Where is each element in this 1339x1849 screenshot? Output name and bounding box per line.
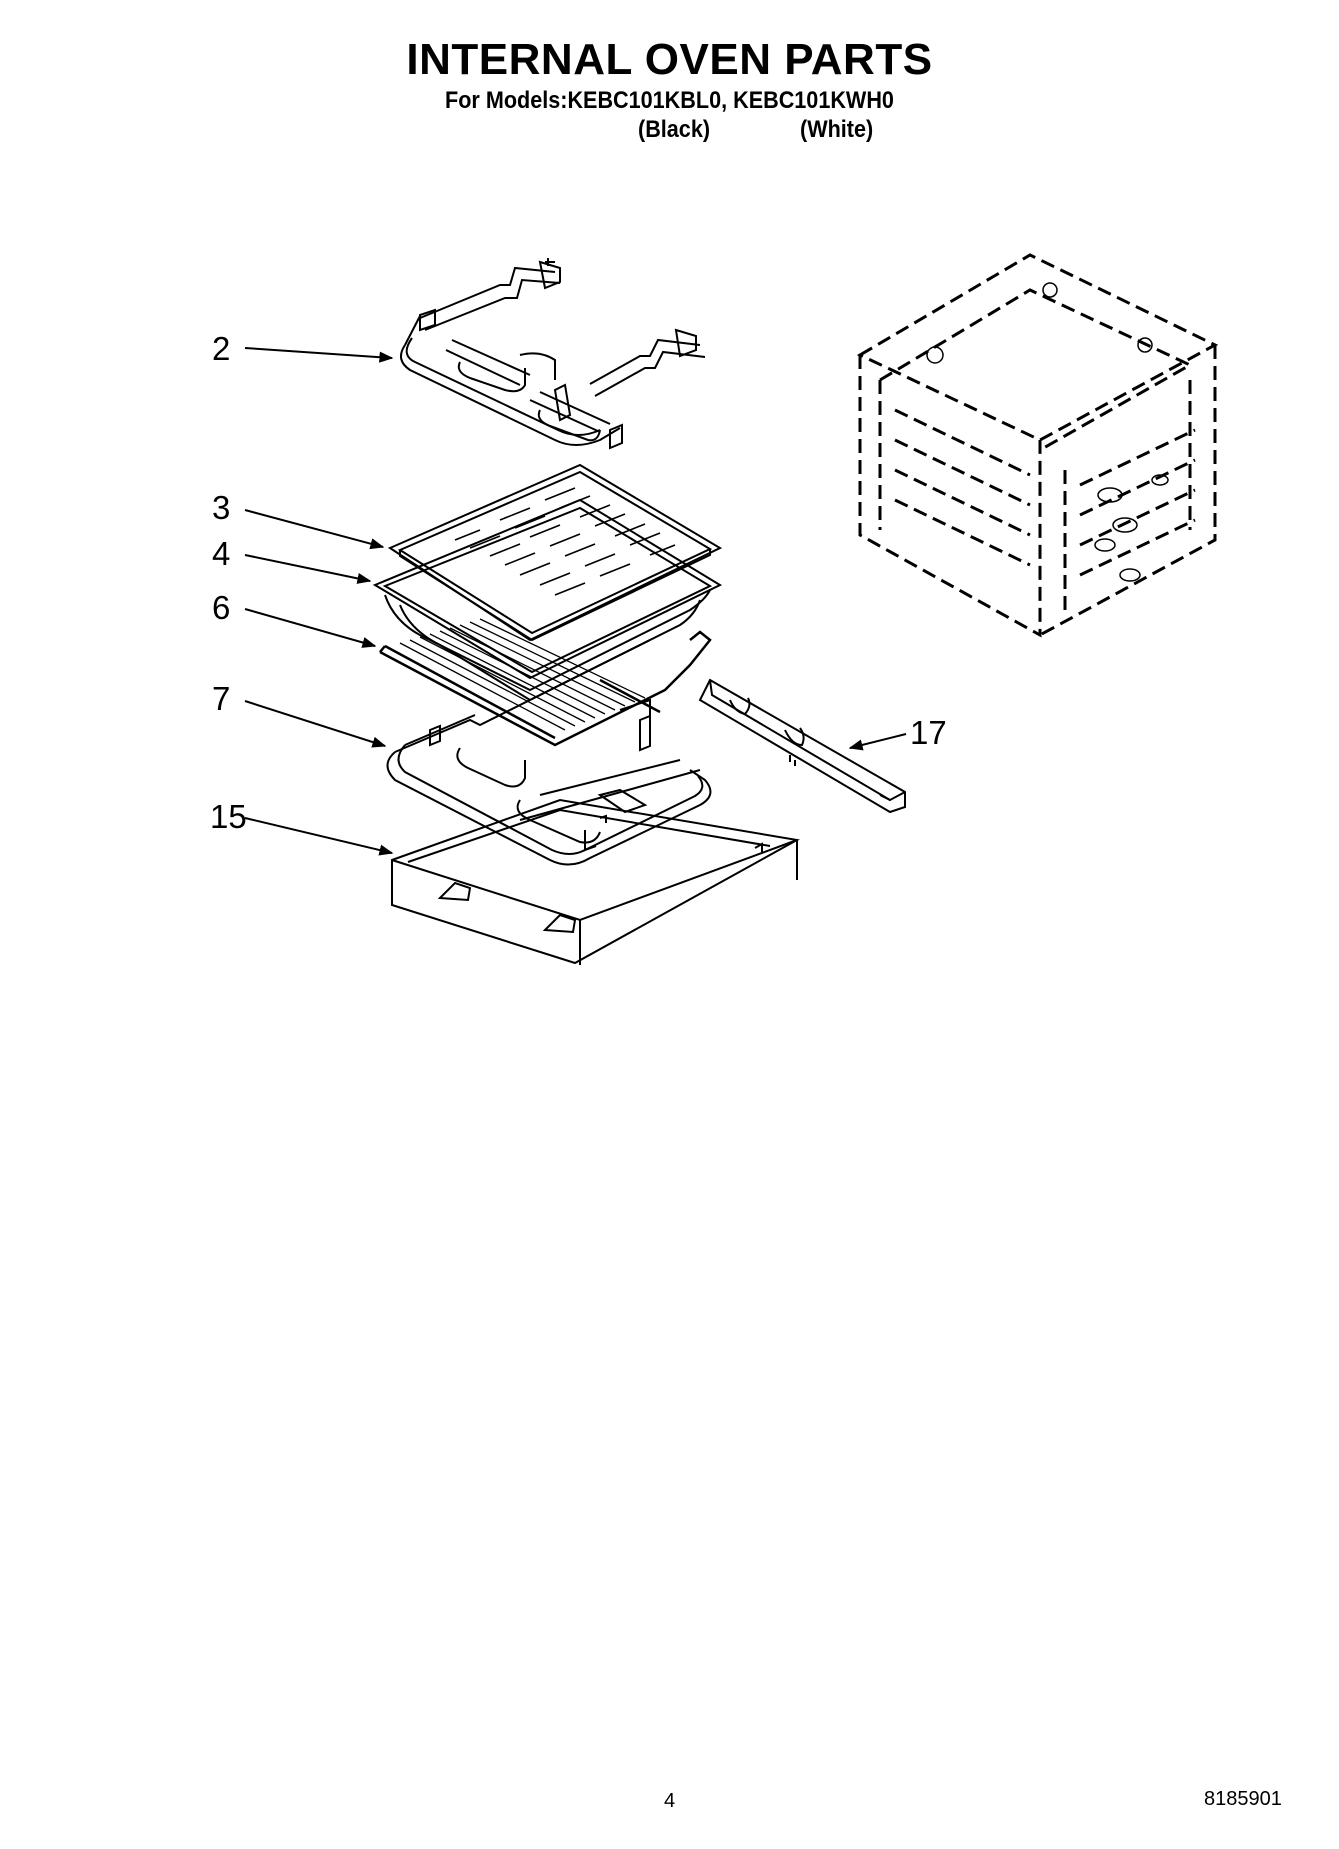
oven-cavity-reference [856, 253, 1219, 638]
part-7-bake-element [386, 639, 712, 866]
variant-black: (Black) [638, 116, 711, 143]
leader-15 [244, 817, 394, 856]
callout-3: 3 [212, 489, 231, 526]
leader-17 [848, 733, 907, 751]
page-title: INTERNAL OVEN PARTS [406, 35, 933, 84]
part-3-broiler-grid [387, 463, 723, 642]
part-2-broil-element [400, 258, 706, 450]
leader-7 [244, 700, 387, 748]
oven-cavity-details [926, 282, 1169, 582]
leader-2 [244, 347, 394, 363]
grid-slots [454, 487, 676, 596]
variant-white: (White) [800, 116, 874, 143]
page-number: 4 [664, 1790, 676, 1812]
part-17-side-bracket [698, 678, 906, 814]
callout-15: 15 [210, 798, 247, 835]
part-15-bottom-tray [391, 798, 800, 965]
callout-6: 6 [212, 589, 231, 626]
part-6-oven-rack [379, 618, 712, 747]
leader-3 [244, 509, 385, 550]
callout-7: 7 [212, 680, 231, 717]
document-number: 8185901 [1204, 1788, 1282, 1810]
callout-2: 2 [212, 330, 231, 367]
callout-17: 17 [910, 714, 947, 751]
callout-4: 4 [212, 535, 231, 572]
rack-wires [399, 618, 646, 731]
models-line: For Models:KEBC101KBL0, KEBC101KWH0 [445, 87, 894, 114]
leader-6 [244, 608, 377, 648]
leader-4 [244, 554, 372, 584]
leader-lines [244, 347, 907, 856]
